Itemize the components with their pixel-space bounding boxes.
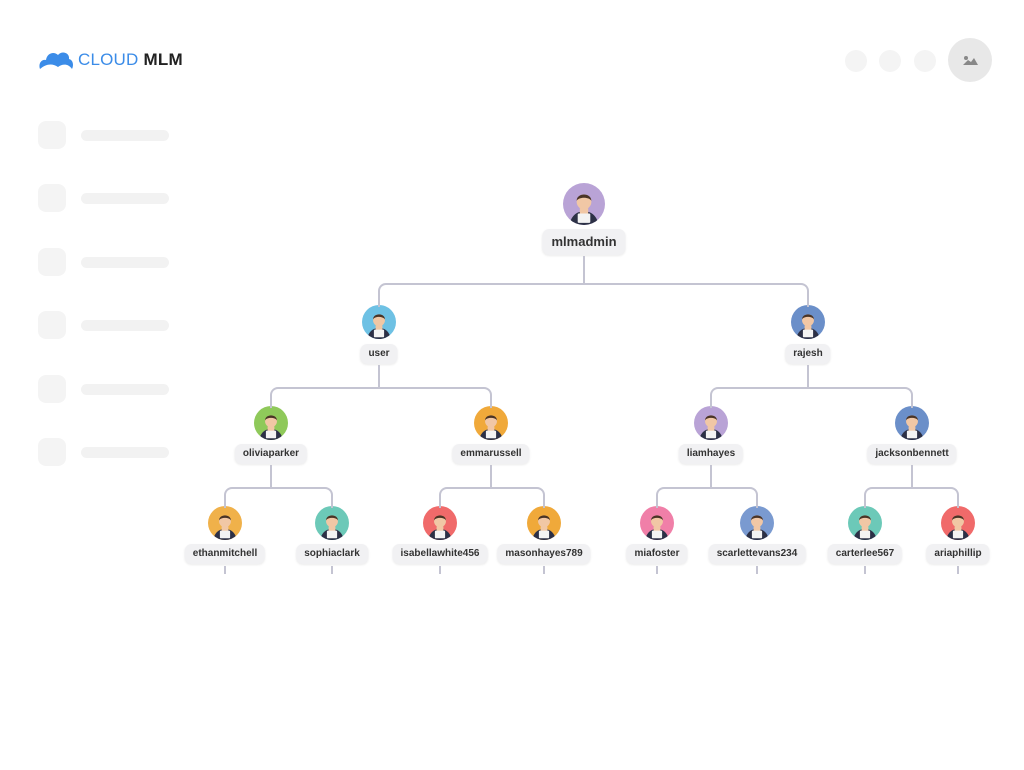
member-avatar[interactable]	[895, 406, 929, 440]
cloud-icon	[39, 52, 73, 69]
connector-line	[270, 465, 272, 488]
image-placeholder-icon	[963, 56, 978, 65]
member-name-label[interactable]: miafoster	[626, 544, 688, 564]
member-avatar[interactable]	[941, 506, 975, 540]
connector-line	[864, 566, 866, 574]
member-avatar[interactable]	[474, 406, 508, 440]
member-avatar[interactable]	[208, 506, 242, 540]
member-avatar[interactable]	[791, 305, 825, 339]
connector-line	[864, 487, 959, 508]
member-avatar[interactable]	[640, 506, 674, 540]
member-avatar[interactable]	[527, 506, 561, 540]
member-name-label[interactable]: mlmadmin	[542, 229, 626, 255]
connector-line	[439, 566, 441, 574]
connector-line	[710, 465, 712, 488]
member-name-label[interactable]: rajesh	[785, 344, 831, 364]
member-name-label[interactable]: user	[360, 344, 398, 364]
sidebar-item-label-placeholder[interactable]	[81, 320, 169, 331]
member-avatar[interactable]	[694, 406, 728, 440]
connector-line	[656, 566, 658, 574]
sidebar-item-icon-placeholder[interactable]	[38, 375, 66, 403]
member-name-label[interactable]: emmarussell	[452, 444, 530, 464]
connector-line	[957, 566, 959, 574]
member-name-label[interactable]: sophiaclark	[296, 544, 368, 564]
connector-line	[807, 365, 809, 388]
brand-name-part2: MLM	[143, 50, 183, 69]
connector-line	[224, 566, 226, 574]
connector-line	[490, 465, 492, 488]
sidebar-item-label-placeholder[interactable]	[81, 257, 169, 268]
member-name-label[interactable]: jacksonbennett	[867, 444, 957, 464]
connector-line	[331, 566, 333, 574]
member-avatar[interactable]	[254, 406, 288, 440]
sidebar-item-label-placeholder[interactable]	[81, 130, 169, 141]
connector-line	[378, 283, 809, 307]
member-name-label[interactable]: ariaphillip	[926, 544, 990, 564]
sidebar-item-icon-placeholder[interactable]	[38, 184, 66, 212]
sidebar-item-label-placeholder[interactable]	[81, 384, 169, 395]
member-avatar[interactable]	[848, 506, 882, 540]
member-name-label[interactable]: ethanmitchell	[184, 544, 266, 564]
member-avatar[interactable]	[740, 506, 774, 540]
connector-line	[224, 487, 333, 508]
connector-line	[270, 387, 492, 408]
sidebar-item-icon-placeholder[interactable]	[38, 311, 66, 339]
sidebar-item-label-placeholder[interactable]	[81, 447, 169, 458]
member-avatar[interactable]	[423, 506, 457, 540]
sidebar-item-icon-placeholder[interactable]	[38, 121, 66, 149]
connector-line	[378, 365, 380, 388]
header-icon-placeholder[interactable]	[845, 50, 867, 72]
connector-line	[911, 465, 913, 488]
connector-line	[656, 487, 758, 508]
sidebar-item-icon-placeholder[interactable]	[38, 248, 66, 276]
member-avatar[interactable]	[362, 305, 396, 339]
member-name-label[interactable]: isabellawhite456	[392, 544, 488, 564]
member-avatar[interactable]	[563, 183, 605, 225]
sidebar-item-label-placeholder[interactable]	[81, 193, 169, 204]
connector-line	[583, 256, 585, 284]
connector-line	[439, 487, 545, 508]
header-icon-placeholder[interactable]	[914, 50, 936, 72]
connector-line	[756, 566, 758, 574]
connector-line	[710, 387, 913, 408]
member-name-label[interactable]: masonhayes789	[497, 544, 591, 564]
connector-line	[543, 566, 545, 574]
member-name-label[interactable]: scarlettevans234	[708, 544, 806, 564]
member-name-label[interactable]: liamhayes	[678, 444, 744, 464]
member-name-label[interactable]: carterlee567	[827, 544, 903, 564]
profile-avatar[interactable]	[948, 38, 992, 82]
sidebar-item-icon-placeholder[interactable]	[38, 438, 66, 466]
brand-name-part1: CLOUD	[78, 50, 139, 69]
header-icon-placeholder[interactable]	[879, 50, 901, 72]
member-avatar[interactable]	[315, 506, 349, 540]
member-name-label[interactable]: oliviaparker	[234, 444, 308, 464]
